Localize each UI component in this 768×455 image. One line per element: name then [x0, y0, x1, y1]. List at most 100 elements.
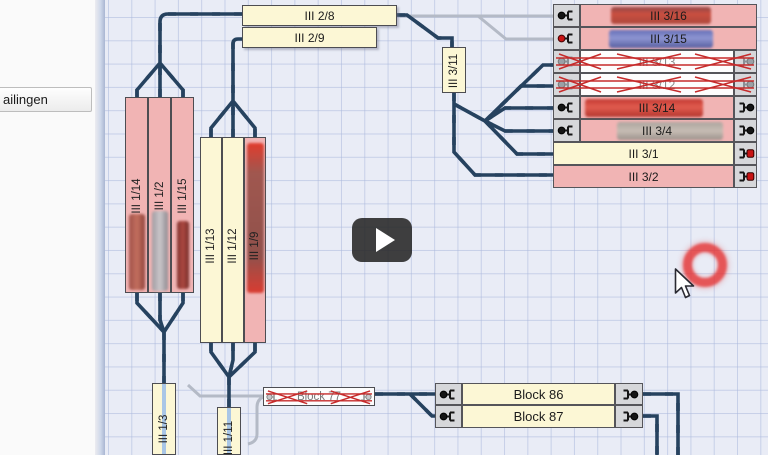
- signal-icon: [557, 10, 573, 21]
- signal-icon: [623, 389, 638, 399]
- signal-icon-gray: [557, 79, 573, 90]
- block-iii-1-12[interactable]: III 1/12: [222, 137, 244, 343]
- block-iii-3-16[interactable]: III 3/16: [553, 4, 757, 27]
- play-icon: [375, 228, 395, 252]
- block-body[interactable]: III 3/16: [580, 4, 757, 27]
- block-iii-1-9[interactable]: III 1/9: [244, 137, 266, 343]
- signal-cell[interactable]: [553, 27, 580, 50]
- block-iii-3-1[interactable]: III 3/1: [553, 142, 757, 165]
- block-body[interactable]: III 3/14: [580, 96, 734, 119]
- block-iii-3-13-disabled[interactable]: III 3/13: [553, 50, 757, 73]
- signal-cell[interactable]: [553, 96, 580, 119]
- block-body[interactable]: III 3/4: [580, 119, 734, 142]
- block-87[interactable]: Block 87: [435, 405, 643, 428]
- block-body[interactable]: III 3/1: [553, 142, 734, 165]
- signal-cell[interactable]: [734, 96, 757, 119]
- signal-cell[interactable]: [435, 405, 462, 428]
- block-86[interactable]: Block 86: [435, 383, 643, 405]
- block-body[interactable]: III 3/2: [553, 165, 734, 188]
- block-label: Block 86: [513, 386, 564, 402]
- signal-icon-gray: [739, 56, 755, 67]
- block-label: III 3/14: [638, 100, 676, 115]
- signal-cell[interactable]: [615, 383, 643, 405]
- block-label: III 1/11: [223, 420, 235, 455]
- train-image[interactable]: [177, 221, 189, 289]
- block-iii-1-11[interactable]: III 1/11: [217, 407, 241, 455]
- block-body[interactable]: III 3/13: [580, 50, 734, 73]
- signal-cell[interactable]: [615, 405, 643, 428]
- block-label: III 1/14: [130, 178, 143, 214]
- block-iii-3-14[interactable]: III 3/14: [553, 96, 757, 119]
- block-label: III 3/4: [641, 123, 673, 138]
- sidebar-item-label: ailingen: [3, 92, 48, 107]
- signal-icon: [266, 393, 277, 401]
- signal-icon-red: [557, 33, 573, 44]
- train-image[interactable]: [611, 7, 711, 24]
- mouse-cursor-icon: [674, 268, 695, 299]
- train-image[interactable]: [617, 122, 723, 140]
- youtube-play-button[interactable]: [352, 218, 412, 262]
- signal-icon: [557, 102, 573, 113]
- block-iii-3-2[interactable]: III 3/2: [553, 165, 757, 188]
- signal-cell[interactable]: [734, 142, 757, 165]
- click-highlight-ring: [683, 243, 727, 287]
- block-iii-3-12-disabled[interactable]: III 3/12: [553, 73, 757, 96]
- signal-cell[interactable]: [553, 73, 580, 96]
- signal-cell[interactable]: [553, 50, 580, 73]
- sidebar-item-station[interactable]: ailingen: [0, 87, 92, 112]
- signal-icon-gray: [557, 56, 573, 67]
- block-label: III 1/3: [158, 414, 170, 444]
- train-image[interactable]: [129, 214, 145, 290]
- block-iii-1-2[interactable]: III 1/2: [148, 97, 171, 293]
- block-iii-3-11[interactable]: III 3/11: [442, 47, 466, 93]
- block-label: Block 77: [296, 390, 342, 403]
- train-image[interactable]: [585, 99, 703, 117]
- track-stripe: [227, 408, 231, 454]
- block-iii-2-8[interactable]: III 2/8: [242, 5, 397, 26]
- block-label: III 3/12: [638, 77, 676, 92]
- block-body[interactable]: III 3/15: [580, 27, 757, 50]
- block-label: III 1/9: [249, 231, 261, 261]
- block-iii-1-14[interactable]: III 1/14: [125, 97, 148, 293]
- signal-icon-gray: [739, 79, 755, 90]
- signal-cell[interactable]: [553, 4, 580, 27]
- block-body[interactable]: Block 86: [462, 383, 615, 405]
- block-iii-2-9[interactable]: III 2/9: [242, 27, 377, 48]
- block-77-disabled[interactable]: Block 77: [263, 387, 375, 406]
- inactive-track: [186, 14, 553, 446]
- block-iii-3-15[interactable]: III 3/15: [553, 27, 757, 50]
- block-body[interactable]: Block 87: [462, 405, 615, 428]
- block-body[interactable]: III 3/12: [580, 73, 734, 96]
- pane-divider[interactable]: [95, 0, 105, 455]
- signal-icon: [739, 102, 755, 113]
- block-label: III 2/8: [304, 8, 335, 23]
- train-image[interactable]: [152, 211, 168, 291]
- block-label: III 3/13: [638, 54, 676, 69]
- signal-cell[interactable]: [553, 119, 580, 142]
- signal-cell[interactable]: [435, 383, 462, 405]
- signal-cell[interactable]: [734, 50, 757, 73]
- block-iii-1-15[interactable]: III 1/15: [171, 97, 194, 293]
- block-label: III 2/9: [294, 30, 325, 45]
- block-iii-3-4[interactable]: III 3/4: [553, 119, 757, 142]
- block-label: III 3/15: [650, 31, 687, 46]
- signal-cell[interactable]: [734, 165, 757, 188]
- block-label: III 1/13: [205, 228, 217, 264]
- block-label: III 3/11: [448, 53, 460, 89]
- block-iii-1-13[interactable]: III 1/13: [200, 137, 222, 343]
- block-iii-1-3[interactable]: III 1/3: [152, 383, 176, 455]
- train-image[interactable]: [247, 143, 264, 293]
- block-label: III 1/2: [153, 181, 166, 211]
- signal-cell[interactable]: [734, 119, 757, 142]
- block-label: III 3/16: [650, 8, 687, 23]
- track-stripe: [162, 384, 166, 454]
- signal-icon-red: [739, 148, 755, 159]
- train-image[interactable]: [609, 30, 713, 48]
- signal-icon: [361, 393, 372, 401]
- signal-icon: [439, 389, 455, 399]
- block-label: III 1/12: [227, 228, 239, 264]
- signal-icon: [557, 125, 573, 136]
- signal-cell[interactable]: [734, 73, 757, 96]
